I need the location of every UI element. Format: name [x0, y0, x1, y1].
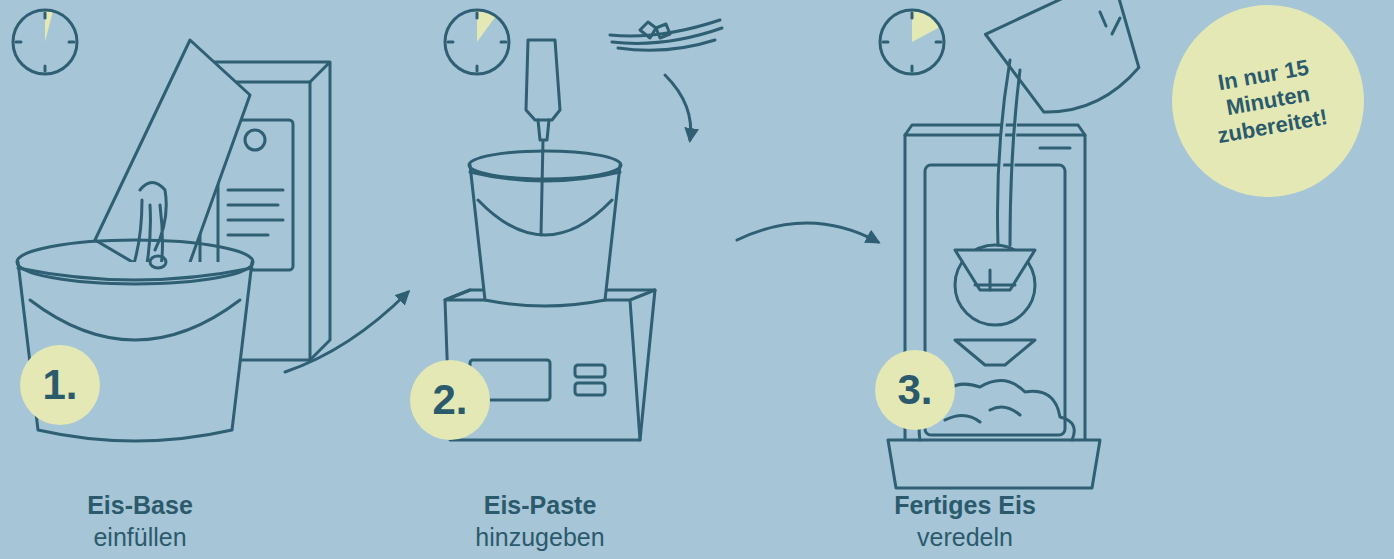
step-title: Fertiges Eis [865, 490, 1065, 520]
step-number: 2. [410, 360, 490, 440]
time-badge: In nur 15 Minuten zubereitet! [1157, 0, 1379, 212]
node-text: 3. [880, 365, 950, 415]
clock-icon [445, 10, 509, 74]
step-caption: hinzugeben [440, 522, 640, 552]
base-bucket [17, 40, 330, 441]
step-number: 1. [20, 345, 100, 425]
step-title: Eis-Paste [440, 490, 640, 520]
node-text: 2. [415, 375, 485, 425]
clock-icon [880, 10, 944, 74]
paste-bucket [445, 20, 722, 440]
flow-arrow [285, 292, 408, 372]
step-caption: einfüllen [40, 522, 240, 552]
step-title: Eis-Base [40, 490, 240, 520]
node-text: 1. [25, 360, 95, 410]
step-caption: veredeln [865, 522, 1065, 552]
flow-arrow [737, 223, 878, 242]
clock-icon [13, 10, 77, 74]
step-number: 3. [875, 350, 955, 430]
